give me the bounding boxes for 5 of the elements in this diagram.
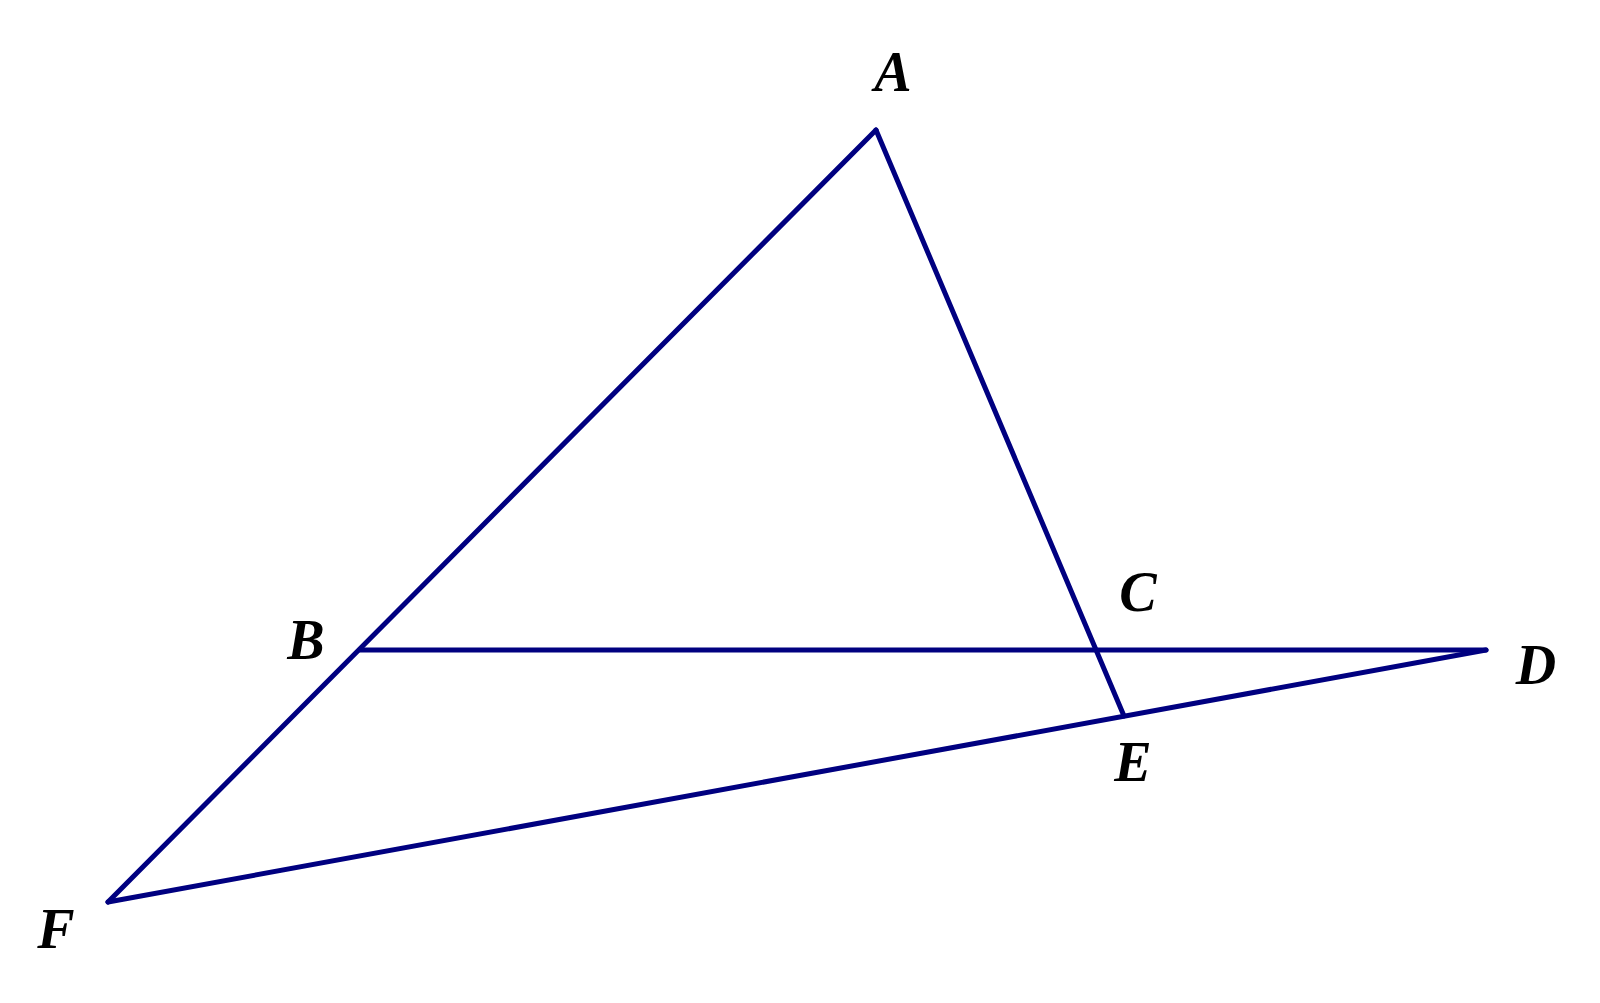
point-label: D [1515,637,1557,693]
point-label: C [1119,564,1157,620]
point-label: E [1114,734,1152,790]
point-label: F [37,901,75,957]
point-label: B [287,612,325,668]
